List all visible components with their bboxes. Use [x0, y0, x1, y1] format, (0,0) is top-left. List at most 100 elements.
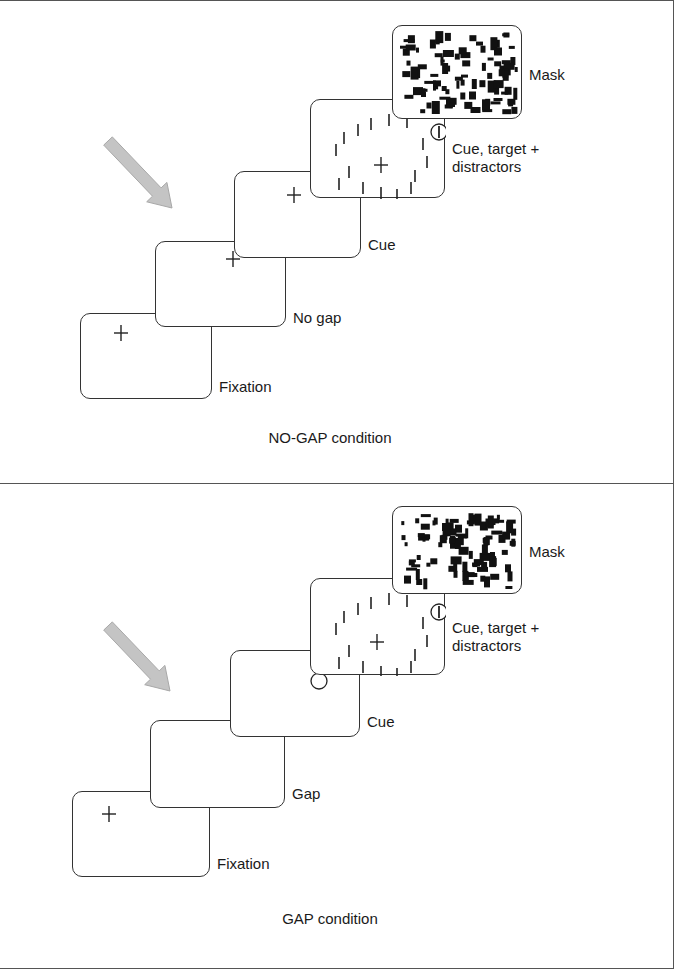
- mask-block: [415, 518, 419, 523]
- mask-block: [437, 35, 441, 38]
- frame-label: Mask: [529, 543, 565, 561]
- mask-block: [418, 533, 425, 537]
- distractor-bar: [335, 144, 337, 156]
- mask-block: [450, 102, 453, 108]
- mask-block: [462, 571, 468, 581]
- distractor-bar: [414, 170, 416, 182]
- frame-content: [393, 507, 523, 595]
- condition-panel: GAP conditionFixationGapCueCue, target +…: [0, 484, 674, 969]
- mask-block: [489, 556, 496, 567]
- mask-block: [480, 576, 485, 582]
- mask-block: [458, 536, 467, 539]
- mask-block: [479, 80, 485, 87]
- distractor-bar: [343, 611, 345, 623]
- distractor-bar: [357, 124, 359, 136]
- fixation-cross: [376, 634, 377, 650]
- mask-block: [464, 102, 472, 109]
- frame-label: Cue, target + distractors: [452, 140, 570, 176]
- mask-block: [505, 586, 512, 589]
- mask-block: [406, 45, 416, 51]
- frame-content: [393, 26, 523, 120]
- mask-block: [502, 550, 508, 555]
- mask-block: [455, 54, 460, 60]
- mask-block: [442, 63, 448, 74]
- mask-block: [513, 88, 517, 100]
- fixation-cross: [120, 325, 121, 341]
- mask-block: [484, 537, 490, 545]
- mask-block: [460, 93, 465, 100]
- mask-block: [490, 574, 499, 580]
- distractor-bar: [422, 138, 424, 150]
- condition-title: GAP condition: [230, 910, 430, 928]
- mask-block: [502, 532, 510, 540]
- mask-block: [416, 48, 419, 53]
- mask-block: [493, 558, 497, 566]
- mask-block: [469, 92, 476, 100]
- mask-block: [435, 31, 443, 43]
- pointer-arrow: [104, 137, 172, 208]
- mask-block: [416, 569, 420, 580]
- mask-block: [462, 562, 467, 572]
- mask-block: [472, 563, 480, 567]
- frame-label: Cue: [368, 236, 396, 254]
- mask-block: [482, 63, 486, 71]
- cue-circle: [431, 604, 446, 620]
- distractor-bar: [357, 603, 359, 615]
- mask-block: [451, 556, 462, 564]
- mask-block: [407, 61, 411, 66]
- mask-block: [417, 67, 420, 78]
- frame-label: No gap: [293, 309, 341, 327]
- mask-block: [442, 523, 453, 531]
- distractor-bar: [388, 593, 390, 605]
- mask-block: [469, 551, 473, 559]
- mask-block: [421, 524, 430, 530]
- mask-block: [441, 60, 445, 63]
- mask-block: [511, 539, 515, 547]
- distractor-bar: [422, 617, 424, 629]
- frame-label: Cue, target + distractors: [452, 619, 570, 655]
- mask-block: [450, 519, 459, 523]
- fixation-cross: [380, 157, 381, 173]
- mask-block: [482, 99, 490, 110]
- mask-block: [424, 81, 434, 84]
- mask-block: [511, 107, 517, 114]
- mask-block: [404, 39, 415, 42]
- distractor-bar: [410, 661, 412, 673]
- mask-block: [455, 538, 461, 549]
- distractor-bar: [370, 118, 372, 130]
- distractor-bar: [335, 623, 337, 635]
- mask-block: [435, 53, 443, 57]
- mask-block: [443, 50, 454, 57]
- mask-block: [438, 542, 442, 547]
- mask-block: [434, 518, 438, 525]
- fixation-cross: [232, 251, 233, 267]
- mask-block: [402, 71, 410, 77]
- mask-block: [402, 535, 406, 540]
- mask-block: [445, 33, 451, 41]
- mask-block: [497, 515, 500, 520]
- mask-block: [499, 69, 505, 76]
- condition-panel: NO-GAP conditionFixationNo gapCueCue, ta…: [0, 0, 674, 484]
- mask-block: [494, 98, 503, 101]
- distractor-bar: [396, 668, 398, 676]
- mask-block: [481, 46, 486, 53]
- mask-block: [442, 86, 447, 91]
- distractor-bar: [348, 645, 350, 657]
- distractor-bar: [380, 187, 382, 199]
- mask-block: [506, 521, 513, 533]
- frame-label: Gap: [292, 785, 320, 803]
- mask-block: [491, 101, 501, 104]
- mask-block: [453, 563, 457, 571]
- distractor-bar: [410, 182, 412, 194]
- mask-block: [420, 109, 425, 113]
- mask-block: [473, 563, 478, 567]
- mask-block: [440, 535, 447, 543]
- mask-block: [482, 545, 488, 555]
- distractor-bar: [406, 595, 408, 607]
- target-bar: [438, 606, 440, 618]
- mask-block: [487, 73, 492, 79]
- mask-block: [459, 47, 467, 54]
- distractor-bar: [380, 666, 382, 676]
- distractor-bar: [362, 182, 364, 194]
- pointer-arrow: [104, 622, 170, 691]
